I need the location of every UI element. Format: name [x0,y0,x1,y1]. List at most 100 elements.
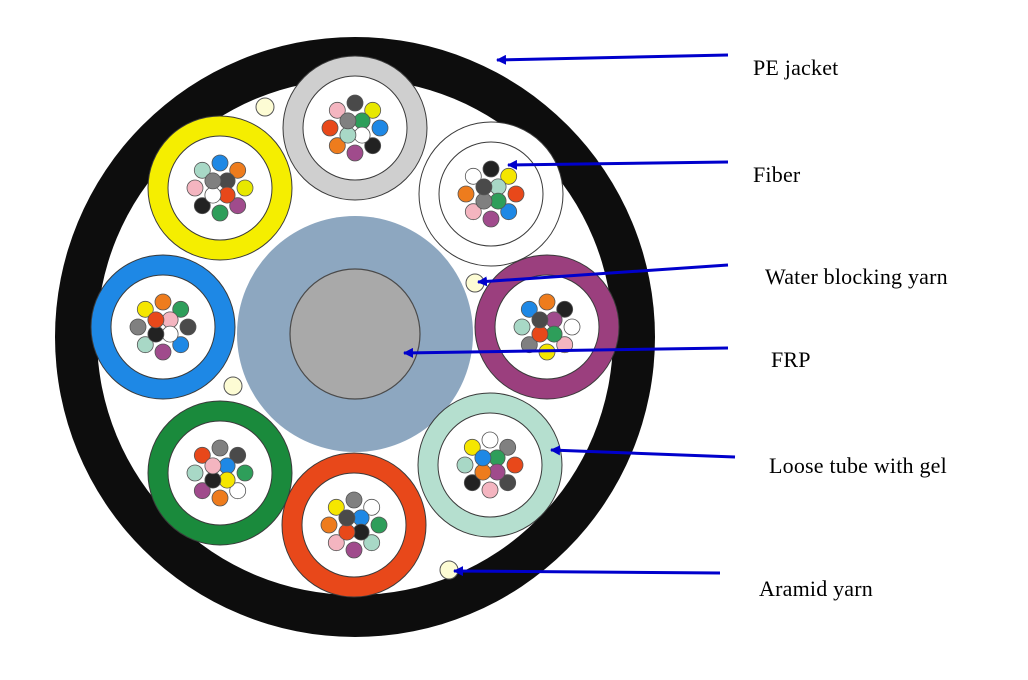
loose-tube-gel [167,135,273,241]
fiber [179,318,197,336]
fiber [481,481,499,499]
fiber [531,325,549,343]
fiber [499,474,517,492]
water-blocking-yarn [255,97,275,117]
fiber [129,318,147,336]
fiber [218,186,236,204]
label-frp: FRP [771,347,811,372]
fiber [507,185,525,203]
loose-tube [281,452,427,598]
fiber [186,179,204,197]
fiber [136,300,154,318]
frp-arrow [403,346,729,358]
fiber [211,204,229,222]
fiber [352,523,370,541]
fiber [204,186,222,204]
fiber [338,509,356,527]
fiber [474,449,492,467]
fiber [204,471,222,489]
loose-tube-arrow [550,445,736,459]
fiber [488,449,506,467]
fiber [463,474,481,492]
fiber [475,192,493,210]
fiber [204,457,222,475]
fiber [161,311,179,329]
loose-tube [90,254,236,400]
loose-tube-gel [437,412,543,518]
fiber [545,311,563,329]
fiber [475,178,493,196]
fiber [364,101,382,119]
fiber [363,534,381,552]
fiber [556,300,574,318]
fiber [463,438,481,456]
label-water-blocking-yarn: Water blocking yarn [765,264,948,289]
fiber [204,172,222,190]
fiber [513,318,531,336]
loose-tube-gel [302,75,408,181]
loose-tube-gel [494,274,600,380]
loose-tube-gel [110,274,216,380]
fiber [353,112,371,130]
fiber [482,160,500,178]
fiber [211,154,229,172]
fiber [346,94,364,112]
fiber [520,336,538,354]
fiber [236,464,254,482]
fiber [364,137,382,155]
fiber [236,179,254,197]
loose-tube [474,254,620,400]
fiber [147,311,165,329]
fiber-arrow [507,159,729,170]
loose-tube [147,400,293,546]
fiber [474,463,492,481]
fiber [218,457,236,475]
fiber [229,197,247,215]
fiber [464,167,482,185]
fiber [193,197,211,215]
label-pe-jacket: PE jacket [753,55,839,80]
fiber [328,101,346,119]
loose-tube-gel [438,141,544,247]
fiber [489,178,507,196]
fiber [172,300,190,318]
fiber [499,438,517,456]
pointer-arrows-group [403,53,736,577]
fiber [327,498,345,516]
fiber [345,491,363,509]
fiber [481,431,499,449]
water-blocking-yarn [223,376,243,396]
loose-tube-gel [301,472,407,578]
fiber [147,325,165,343]
fiber [229,446,247,464]
fiber [489,192,507,210]
fiber [193,446,211,464]
fiber [352,509,370,527]
fiber [218,172,236,190]
label-loose-tube: Loose tube with gel [769,453,947,478]
loose-tube [282,55,428,201]
fiber [456,456,474,474]
fiber [506,456,524,474]
fiber [339,126,357,144]
fiber [211,439,229,457]
fiber [339,112,357,130]
fiber [229,482,247,500]
fiber [531,311,549,329]
fiber [327,534,345,552]
fiber [328,137,346,155]
fiber [345,541,363,559]
fiber [338,523,356,541]
fiber [371,119,389,137]
fiber [346,144,364,162]
label-aramid-yarn: Aramid yarn [759,576,873,601]
fiber [172,336,190,354]
fiber [520,300,538,318]
fiber [193,482,211,500]
fiber [545,325,563,343]
fiber [218,471,236,489]
water-blocking-yarn-arrow [477,263,729,287]
loose-tube [417,392,563,538]
